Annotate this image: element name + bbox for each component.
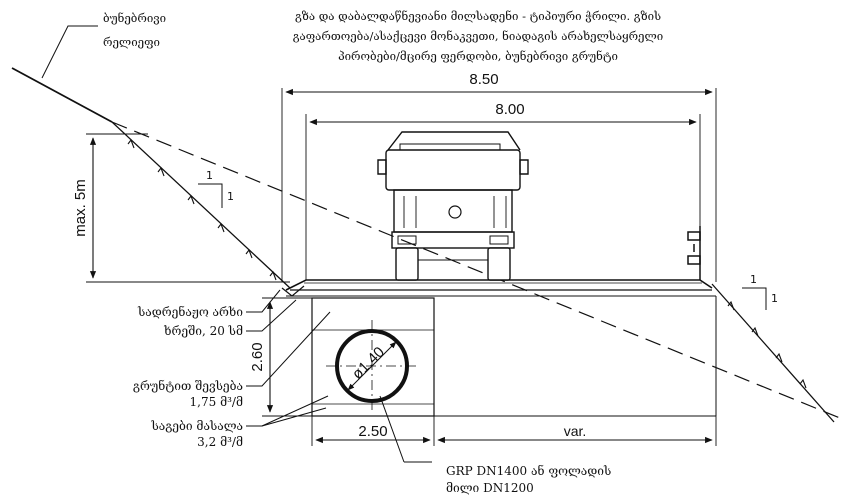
dimension-variable: var. <box>437 416 717 446</box>
right-slope-mark: 1 1 <box>742 273 778 310</box>
title-line-1: გზა და დაბალდაწნევიანი მილსადენი - ტიპიუ… <box>295 9 661 23</box>
trench-outline <box>311 297 435 417</box>
gravel-label: ხრეში, 20 სმ <box>163 324 243 338</box>
trench-depth-label: 2.60 <box>249 342 266 371</box>
soil-backfill-label-1: გრუნტით შევსება <box>133 378 243 393</box>
truck-icon <box>377 131 529 281</box>
left-original-ground-dashed <box>111 121 841 419</box>
natural-relief-label: ბუნებრივი რელიეფი <box>41 11 166 79</box>
bedding-callout: საგები მასალა 3,2 მ³/მ <box>150 395 329 449</box>
left-slope-v: 1 <box>227 190 234 203</box>
pipe-label-1: GRP DN1400 ან ფოლადის <box>446 463 611 478</box>
trench-width-label: 2.50 <box>358 423 387 440</box>
dimension-road-width: 8.00 <box>305 101 701 280</box>
left-ground-line <box>11 67 113 123</box>
pipe-diameter-label: ø1.40 <box>349 344 388 383</box>
bedding-label-2: 3,2 მ³/მ <box>197 435 243 449</box>
gravel-callout: ხრეში, 20 სმ <box>163 299 297 338</box>
pipe-callout: GRP DN1400 ან ფოლადის მილი DN1200 <box>379 395 611 495</box>
drainage-ditch <box>281 285 305 297</box>
road-surface <box>285 279 713 291</box>
right-slope-h: 1 <box>750 273 757 286</box>
left-slope-mark: 1 1 <box>198 169 234 208</box>
left-slope-hatches <box>127 138 277 281</box>
dimension-total-width: 8.50 <box>281 71 717 282</box>
natural-relief-text-2: რელიეფი <box>103 35 160 49</box>
dimension-trench-depth: 2.60 <box>249 297 312 417</box>
variable-label: var. <box>564 423 587 439</box>
drainage-ditch-callout: სადრენაჟო არხი <box>137 289 281 319</box>
max-height-label: max. 5m <box>72 179 89 237</box>
drainage-ditch-label: სადრენაჟო არხი <box>137 304 243 319</box>
road-width-label: 8.00 <box>495 101 524 118</box>
pipe-trench: ø1.40 <box>311 296 717 417</box>
natural-relief-leader <box>41 25 98 79</box>
soil-backfill-callout: გრუნტით შევსება 1,75 მ³/მ <box>133 311 331 409</box>
total-width-label: 8.50 <box>469 71 498 88</box>
guardrail-icon <box>687 226 701 280</box>
title-line-3: პირობები/მცირე ფერდობი, ბუნებრივი გრუნტი <box>338 49 618 63</box>
pipe-label-2: მილი DN1200 <box>446 481 534 495</box>
left-cut-slope <box>111 121 291 289</box>
dimension-trench-width: 2.50 <box>311 416 435 446</box>
terrain <box>11 67 841 423</box>
diagram-title: გზა და დაბალდაწნევიანი მილსადენი - ტიპიუ… <box>293 9 663 63</box>
bedding-label-1: საგები მასალა <box>150 419 243 433</box>
soil-backfill-label-2: 1,75 მ³/მ <box>190 395 243 409</box>
title-line-2: გაფართოება/ასაქცევი მონაკვეთი, ნიადაგის … <box>293 29 663 43</box>
dimension-max-height: max. 5m <box>72 133 290 283</box>
pipe-diameter-line <box>347 341 397 391</box>
right-slope-hatches <box>727 300 807 389</box>
left-slope-h: 1 <box>206 169 213 182</box>
right-slope-v: 1 <box>771 292 778 305</box>
natural-relief-text-1: ბუნებრივი <box>103 11 166 25</box>
